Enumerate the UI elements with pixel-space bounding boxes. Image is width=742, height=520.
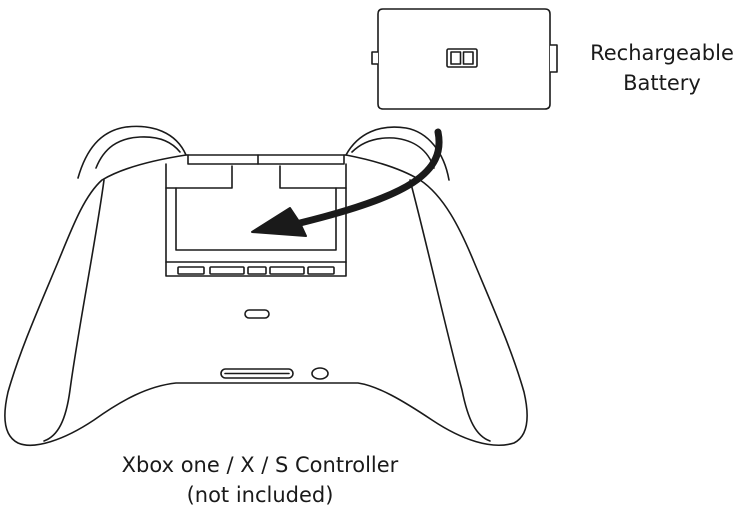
right-bumper [345, 126, 450, 181]
battery-label: Rechargeable Battery [574, 38, 742, 98]
battery-bay-rim [187, 154, 345, 165]
connector-slot-1 [177, 266, 205, 275]
left-bumper-inner [95, 136, 181, 169]
battery-left-tab [371, 51, 378, 65]
compartment-right-clip [279, 165, 347, 189]
headset-jack [311, 367, 329, 380]
controller-back [4, 125, 528, 447]
left-grip-line [43, 179, 105, 442]
pairing-button-slot [244, 309, 270, 319]
connector-slot-3 [247, 266, 267, 275]
battery-label-line1: Rechargeable [590, 41, 734, 65]
compartment-left-clip [165, 165, 233, 189]
arrowhead [251, 207, 307, 237]
arrow-curve [296, 128, 443, 227]
battery-label-line2: Battery [623, 71, 701, 95]
controller-outline [4, 154, 528, 447]
connector-slot-5 [307, 266, 335, 275]
battery-pack [371, 8, 558, 110]
compartment-left-wall [175, 187, 337, 251]
insertion-arrow [251, 128, 443, 237]
controller-label-line1: Xbox one / X / S Controller [121, 453, 399, 477]
battery-contact-right [462, 51, 474, 65]
battery-right-tab [550, 44, 558, 73]
connector-slot-2 [209, 266, 245, 275]
connector-slot-4 [269, 266, 305, 275]
battery-contact-left [450, 51, 462, 65]
right-grip-line [409, 179, 491, 442]
controller-label: Xbox one / X / S Controller (not include… [90, 450, 430, 510]
left-bumper [77, 125, 187, 179]
controller-label-line2: (not included) [186, 483, 334, 507]
right-bumper-inner [351, 137, 435, 169]
battery-compartment [165, 163, 347, 277]
expansion-port [220, 368, 294, 379]
